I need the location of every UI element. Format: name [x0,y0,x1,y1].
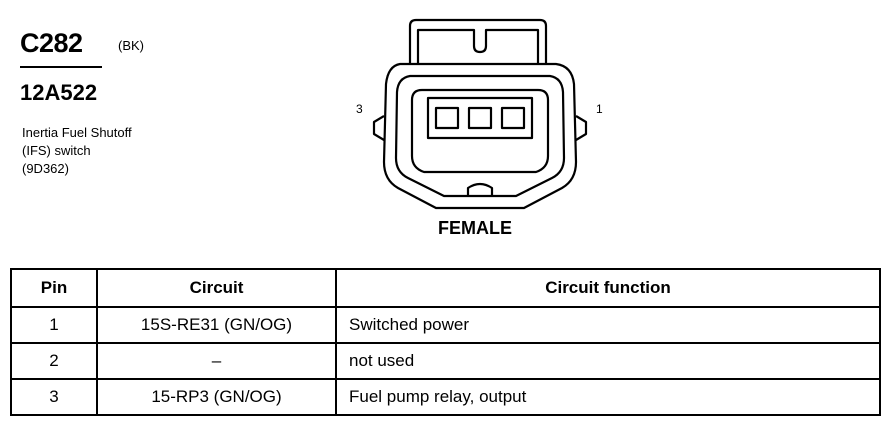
description-line-3: (9D362) [22,161,69,176]
connector-shell-inner [394,74,566,198]
function-cell: Fuel pump relay, output [335,378,881,416]
table-row: 2 – not used [10,342,881,380]
table-row: 1 15S-RE31 (GN/OG) Switched power [10,306,881,344]
pinout-table: Pin Circuit Circuit function 1 15S-RE31 … [10,268,881,416]
table-header-row: Pin Circuit Circuit function [10,268,881,308]
pin-cell: 2 [10,342,98,380]
connector-key [466,182,494,196]
connector-id-underline [20,66,102,68]
connector-face-diagram: 3 1 [356,18,603,210]
description-line-1: Inertia Fuel Shutoff [22,125,132,140]
header-circuit-function: Circuit function [335,268,881,308]
connector-id: C282 [20,28,83,58]
function-cell: Switched power [335,306,881,344]
connector-mating-face [410,88,550,174]
color-code: (BK) [118,38,144,53]
terminal-cavity-1 [500,106,526,130]
view-label: FEMALE [438,218,512,238]
circuit-cell: 15S-RE31 (GN/OG) [96,306,337,344]
function-cell: not used [335,342,881,380]
circuit-cell: 15-RP3 (GN/OG) [96,378,337,416]
pin-cell: 3 [10,378,98,416]
part-number: 12A522 [20,80,98,105]
description-line-2: (IFS) switch [22,143,91,158]
pin-cell: 1 [10,306,98,344]
terminal-cavity-2 [467,106,493,130]
circuit-cell: – [96,342,337,380]
header-circuit: Circuit [96,268,337,308]
terminal-block [426,96,534,140]
pin-1-label: 1 [596,102,603,116]
connector-shell-outer [382,62,578,210]
header-pin: Pin [10,268,98,308]
connector-latch [408,18,548,64]
terminal-cavity-3 [434,106,460,130]
pin-3-label: 3 [356,102,363,116]
table-row: 3 15-RP3 (GN/OG) Fuel pump relay, output [10,378,881,416]
